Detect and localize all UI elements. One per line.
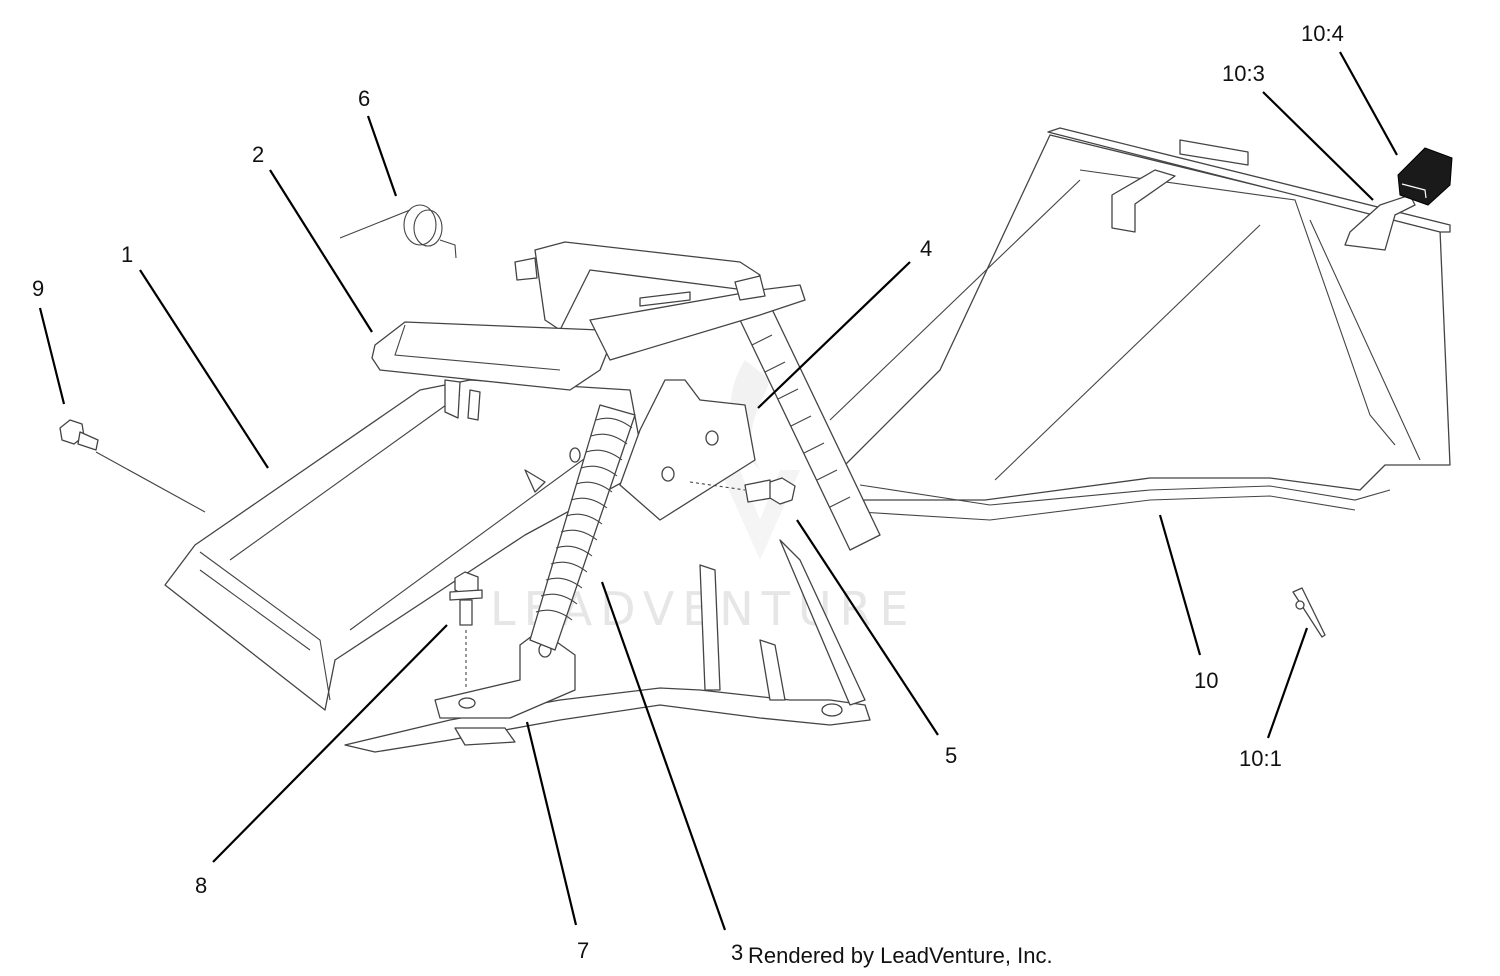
callout-10-3: 10:3 bbox=[1222, 61, 1265, 86]
bolt-left bbox=[59, 419, 99, 451]
discharge-chute bbox=[829, 127, 1451, 521]
callout-3: 3 bbox=[731, 940, 743, 965]
lever-ladder bbox=[739, 304, 881, 551]
bolt-lower bbox=[449, 571, 483, 690]
rivet bbox=[1292, 587, 1326, 638]
callout-9: 9 bbox=[32, 276, 44, 301]
leader-lines bbox=[38, 51, 1398, 931]
mount-plate bbox=[569, 379, 756, 521]
callout-2: 2 bbox=[252, 142, 264, 167]
torsion-spring bbox=[339, 204, 457, 259]
callout-6: 6 bbox=[358, 86, 370, 111]
credit-text: Rendered by LeadVenture, Inc. bbox=[748, 943, 1053, 968]
callout-10-4: 10:4 bbox=[1301, 21, 1344, 46]
callout-labels: 1 2 3 4 5 6 7 8 9 10 10:1 10:3 10:4 bbox=[32, 21, 1344, 965]
hinge-bracket bbox=[344, 539, 871, 753]
callout-10-1: 10:1 bbox=[1239, 746, 1282, 771]
bolt-middle bbox=[689, 477, 796, 505]
callout-7: 7 bbox=[577, 938, 589, 963]
callout-10: 10 bbox=[1194, 668, 1218, 693]
callout-1: 1 bbox=[121, 242, 133, 267]
spring bbox=[529, 404, 636, 651]
chute-handle bbox=[1397, 147, 1453, 206]
callout-5: 5 bbox=[945, 743, 957, 768]
spring-bracket bbox=[434, 629, 576, 719]
handle-bar bbox=[371, 241, 806, 421]
callout-8: 8 bbox=[195, 873, 207, 898]
callout-4: 4 bbox=[920, 236, 932, 261]
